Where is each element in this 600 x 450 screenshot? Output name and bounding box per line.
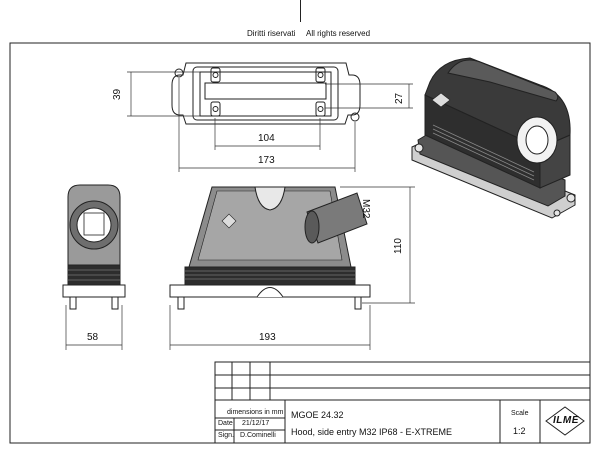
- dim-58: 58: [87, 332, 99, 343]
- header-divider: [300, 0, 301, 22]
- rights-english: All rights reserved: [306, 29, 371, 38]
- dim-104: 104: [258, 133, 275, 144]
- units-note: dimensions in mm: [227, 409, 284, 416]
- part-number: MGOE 24.32: [291, 410, 344, 420]
- top-view-dimension-lines: [127, 71, 413, 172]
- dim-m32: M32: [360, 199, 371, 219]
- front-view-dimension-lines: [169, 186, 415, 350]
- title-block: [214, 361, 591, 444]
- sign-label: Sign.: [218, 432, 234, 439]
- part-description: Hood, side entry M32 IP68 - E-XTREME: [291, 427, 453, 437]
- ilme-logo: [545, 406, 585, 436]
- dim-193: 193: [259, 332, 276, 343]
- dim-173: 173: [258, 155, 275, 166]
- dim-39: 39: [112, 88, 123, 100]
- dim-27: 27: [394, 92, 405, 104]
- date-label: Date: [218, 420, 233, 427]
- dim-110: 110: [393, 238, 404, 254]
- scale-value: 1:2: [513, 426, 526, 436]
- date-value: 21/12/17: [242, 420, 270, 427]
- side-view: [62, 184, 126, 310]
- front-view: [169, 186, 371, 310]
- side-view-dimension-lines: [65, 305, 123, 350]
- ilme-logo-text: ILME: [553, 415, 579, 426]
- scale-label: Scale: [511, 410, 529, 417]
- iso-view: [411, 57, 576, 219]
- top-view: [171, 62, 361, 125]
- sign-value: D.Cominelli: [240, 432, 276, 439]
- rights-italian: Diritti riservati: [247, 29, 296, 38]
